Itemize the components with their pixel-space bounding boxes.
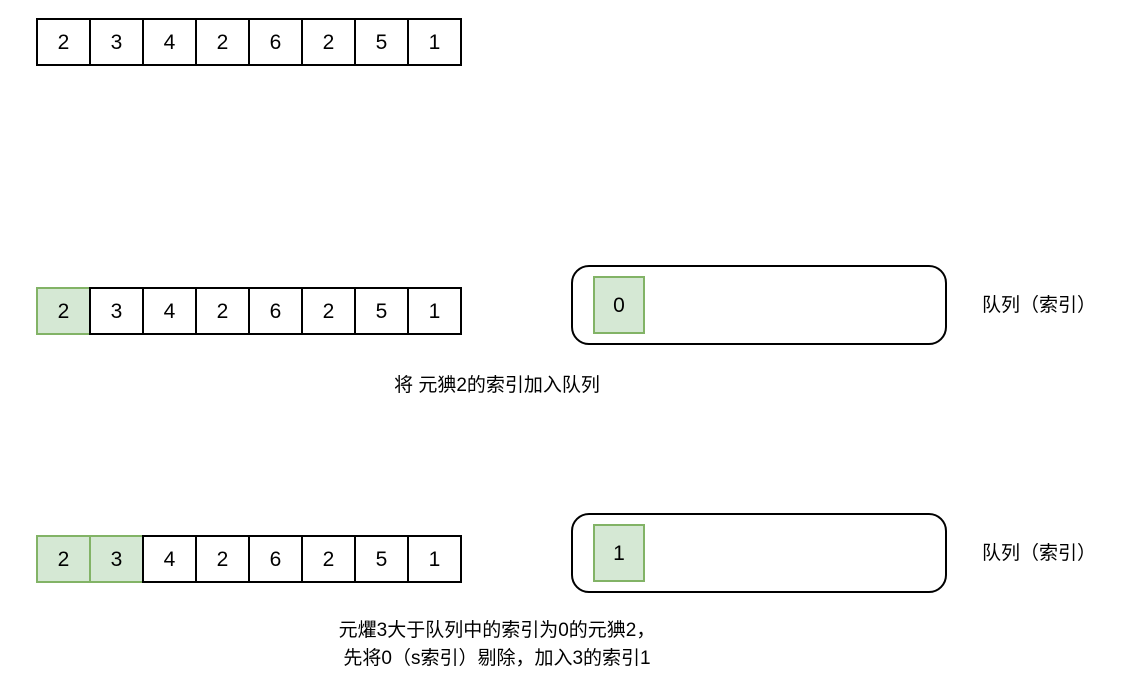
array-cell: 4 [142,18,197,66]
array-cell: 5 [354,287,409,335]
array-cell: 2 [195,287,250,335]
array-cell: 5 [354,18,409,66]
array-cell: 3 [89,18,144,66]
array-cell: 2 [195,535,250,583]
caption-step2-line-1: 元爠3大于队列中的索引为0的元猠2， [338,620,656,641]
array-cell: 2 [301,18,356,66]
array-cell: 2 [36,18,91,66]
array-cell: 2 [36,535,91,583]
array-cell: 5 [354,535,409,583]
array-cell: 3 [89,287,144,335]
array-cell: 6 [248,287,303,335]
array-cell: 4 [142,535,197,583]
queue-item: 1 [593,524,645,582]
array-cell: 1 [407,287,462,335]
caption-step1: 将 元猠2的索引加入队列 [297,372,697,400]
array-cell: 2 [301,535,356,583]
queue-label-step2: 队列（索引） [982,543,1097,564]
array-cell: 2 [36,287,91,335]
queue-container-step2: 1 [571,513,947,593]
queue-label-step1: 队列（索引） [982,295,1097,316]
caption-step1-line-1: 将 元猠2的索引加入队列 [394,375,600,396]
array-cell: 4 [142,287,197,335]
array-cell: 6 [248,18,303,66]
queue-item: 0 [593,276,645,334]
array-cell: 6 [248,535,303,583]
caption-step2: 元爠3大于队列中的索引为0的元猠2， 先将0（s索引）剔除，加入3的索引1 [297,617,697,673]
array-cell: 2 [301,287,356,335]
caption-step2-line-2: 先将0（s索引）剔除，加入3的索引1 [343,648,651,669]
array-cell: 2 [195,18,250,66]
array-cell: 1 [407,18,462,66]
array-cell: 3 [89,535,144,583]
queue-container-step1: 0 [571,265,947,345]
array-cell: 1 [407,535,462,583]
